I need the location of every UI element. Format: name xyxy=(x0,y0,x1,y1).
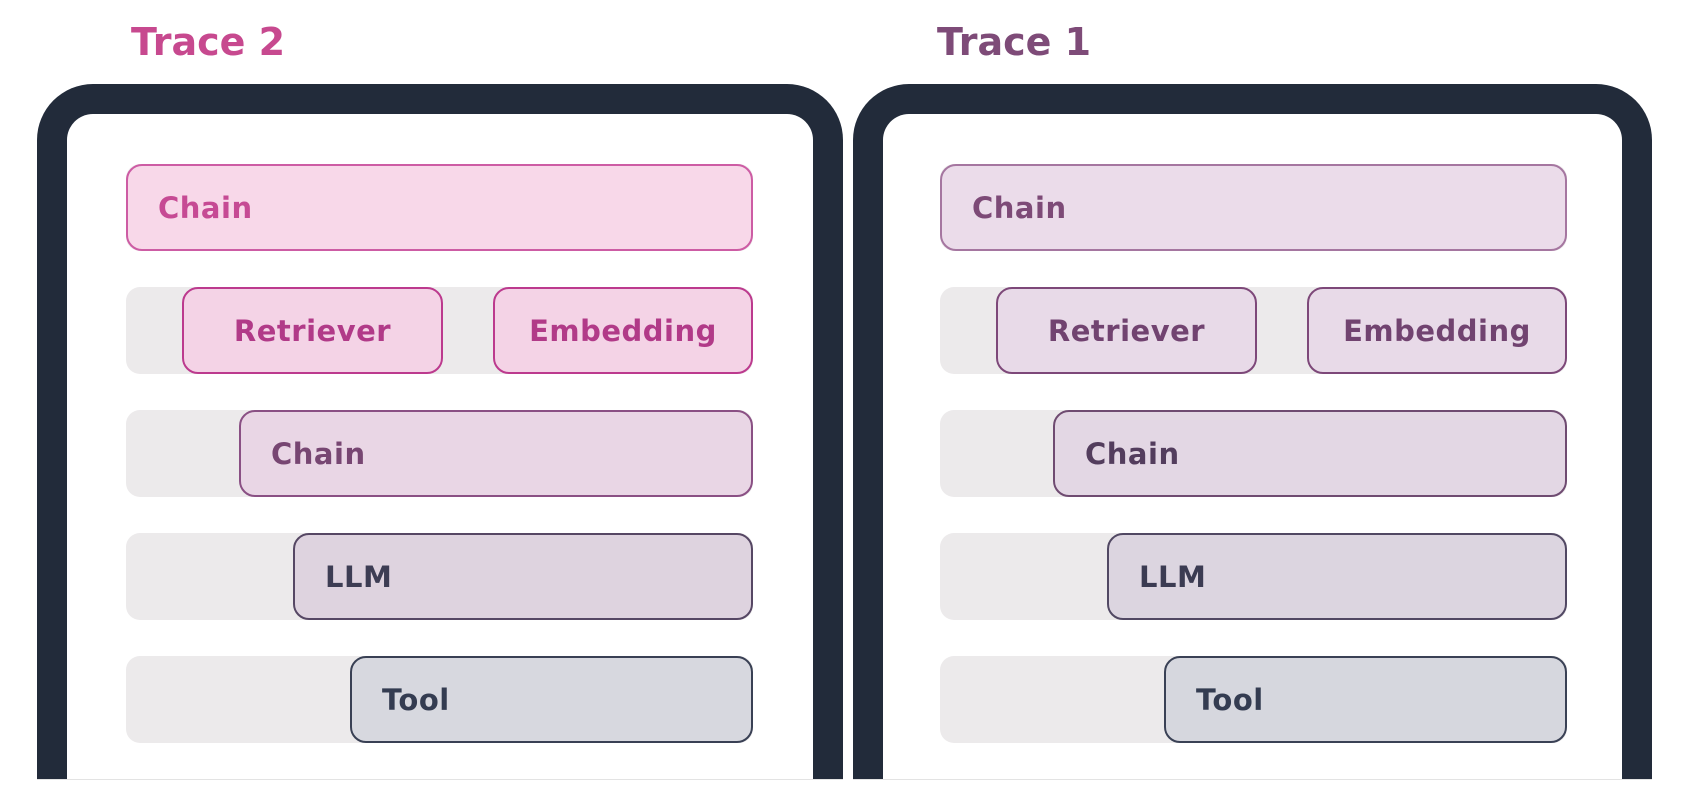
span-chain: Chain xyxy=(126,164,753,251)
span-llm: LLM xyxy=(1107,533,1567,620)
span-retriever: Retriever xyxy=(182,287,443,374)
span-embedding: Embedding xyxy=(493,287,753,374)
span-row: Retriever Embedding xyxy=(126,287,753,374)
trace-1-title: Trace 1 xyxy=(937,20,1092,64)
trace-2-window-frame: Chain Retriever Embedding Chain LLM Tool xyxy=(37,84,843,780)
trace-1-window-frame: Chain Retriever Embedding Chain LLM Tool xyxy=(853,84,1652,780)
span-chain: Chain xyxy=(1053,410,1567,497)
span-row: Tool xyxy=(940,656,1567,743)
span-chain: Chain xyxy=(239,410,753,497)
span-row: Chain xyxy=(126,410,753,497)
span-row: Chain xyxy=(940,410,1567,497)
span-llm: LLM xyxy=(293,533,753,620)
span-chain: Chain xyxy=(940,164,1567,251)
span-row: Retriever Embedding xyxy=(940,287,1567,374)
span-row: LLM xyxy=(126,533,753,620)
span-row: Tool xyxy=(126,656,753,743)
span-row: Chain xyxy=(940,164,1567,251)
span-tool: Tool xyxy=(1164,656,1567,743)
span-row: Chain xyxy=(126,164,753,251)
trace-2-title: Trace 2 xyxy=(131,20,286,64)
span-retriever: Retriever xyxy=(996,287,1257,374)
span-row: LLM xyxy=(940,533,1567,620)
span-embedding: Embedding xyxy=(1307,287,1567,374)
span-tool: Tool xyxy=(350,656,753,743)
